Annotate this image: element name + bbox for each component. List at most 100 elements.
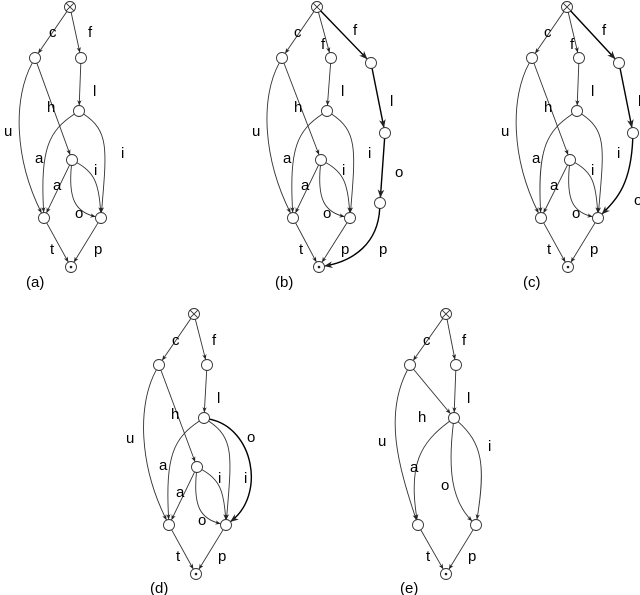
edge-label: p bbox=[94, 241, 102, 258]
edge-label: t bbox=[426, 548, 431, 565]
edge-t-e-t bbox=[543, 222, 566, 263]
edge-label: p bbox=[590, 241, 598, 258]
edge-label: t bbox=[547, 241, 552, 258]
state-node bbox=[470, 519, 482, 531]
edge-f-l-l bbox=[202, 370, 208, 413]
edge-m-t-a bbox=[46, 164, 71, 214]
edge-label: c bbox=[172, 332, 180, 349]
edge-label: o bbox=[75, 205, 83, 222]
edge-label: t bbox=[176, 548, 181, 565]
edge-label: u bbox=[252, 123, 260, 140]
edge-p-e-p bbox=[198, 529, 224, 570]
edge-label: o bbox=[247, 429, 255, 446]
edge-t-e-t bbox=[46, 222, 69, 263]
edge-p-e-p bbox=[73, 222, 99, 263]
edge-label: f bbox=[321, 36, 326, 53]
edge-s-f-f bbox=[194, 319, 207, 360]
state-node bbox=[365, 57, 377, 69]
edge-label: p bbox=[468, 548, 476, 565]
edge-label: o bbox=[441, 477, 449, 494]
edge-c-t-u bbox=[18, 62, 42, 214]
state-node bbox=[379, 127, 391, 139]
edge-c-m-h bbox=[36, 63, 71, 155]
edge-m-p-i bbox=[76, 162, 103, 213]
state-node bbox=[29, 52, 41, 64]
state-node bbox=[535, 212, 547, 224]
edge-m-p-i bbox=[325, 162, 352, 213]
edge-label: f bbox=[462, 332, 467, 349]
edge-l-p-i bbox=[331, 113, 355, 213]
state-node bbox=[95, 212, 107, 224]
edge-s-f2-f bbox=[570, 10, 616, 60]
edge-l-p-i bbox=[581, 113, 603, 213]
edge-label: f bbox=[88, 24, 93, 41]
edge-label: c bbox=[544, 24, 552, 41]
edge-label: h bbox=[418, 409, 426, 426]
edge-label: l bbox=[93, 83, 96, 100]
edge-s-c-c bbox=[535, 11, 565, 54]
edge-label: i bbox=[591, 162, 594, 179]
state-node bbox=[325, 52, 337, 64]
edge-label: o bbox=[198, 512, 206, 529]
state-node bbox=[73, 105, 85, 117]
panel-caption: (e) bbox=[400, 580, 418, 595]
end-node bbox=[65, 261, 77, 273]
edge-m-p-o bbox=[195, 472, 221, 525]
edge-label: i bbox=[218, 470, 221, 487]
state-node bbox=[198, 412, 210, 424]
state-node bbox=[613, 57, 625, 69]
edge-label: i bbox=[94, 162, 97, 179]
edge-label: i bbox=[244, 470, 247, 487]
edge-m-p-o bbox=[568, 165, 593, 218]
edge-label: t bbox=[50, 241, 55, 258]
end-node bbox=[562, 261, 574, 273]
edge-l-p-i bbox=[457, 421, 482, 520]
edge-label: u bbox=[126, 430, 134, 447]
edge-label: a bbox=[283, 150, 292, 167]
edge-s-f2-f bbox=[320, 10, 368, 60]
state-node bbox=[163, 519, 175, 531]
state-node bbox=[412, 519, 424, 531]
edge-label: f bbox=[570, 36, 575, 53]
edge-l-t-a bbox=[538, 113, 573, 213]
start-node bbox=[311, 1, 323, 13]
edge-label: p bbox=[379, 241, 387, 258]
edge-t-e-t bbox=[295, 222, 317, 263]
edge-l-t-a bbox=[41, 113, 75, 213]
end-node bbox=[440, 568, 452, 580]
edge-l-p-o bbox=[209, 418, 252, 522]
edge-s-f-f bbox=[318, 12, 331, 53]
edge-p-e-p bbox=[448, 529, 474, 570]
start-node bbox=[188, 308, 200, 320]
state-node bbox=[627, 127, 639, 139]
state-node bbox=[66, 154, 78, 166]
edge-label: h bbox=[171, 406, 179, 423]
edge-l-p-o bbox=[450, 423, 473, 522]
edge-label: a bbox=[532, 150, 541, 167]
edge-m-p-i bbox=[201, 469, 228, 520]
edge-label: c bbox=[423, 332, 431, 349]
edge-label: a bbox=[53, 177, 62, 194]
edge-s-f-f bbox=[70, 12, 81, 53]
start-node bbox=[561, 1, 573, 13]
edge-label: o bbox=[323, 205, 331, 222]
edge-l-t-a bbox=[166, 420, 200, 520]
edge-f-l-l bbox=[452, 370, 457, 413]
edge-label: u bbox=[501, 123, 509, 140]
edge-label: a bbox=[550, 177, 559, 194]
edge-p-e-p bbox=[570, 222, 596, 263]
edge-c-l-h bbox=[413, 368, 451, 414]
state-node bbox=[201, 359, 213, 371]
edge-label: o bbox=[572, 205, 580, 222]
edge-label: f bbox=[602, 22, 607, 39]
edge-l-t-a bbox=[290, 113, 323, 213]
edge-c-m-h bbox=[283, 62, 320, 155]
edge-label: l bbox=[390, 93, 393, 110]
edge-s-c-c bbox=[38, 11, 68, 54]
edge-s-c-c bbox=[413, 318, 444, 361]
edge-label: l bbox=[341, 83, 344, 100]
edge-f2-l2-l bbox=[371, 68, 386, 128]
